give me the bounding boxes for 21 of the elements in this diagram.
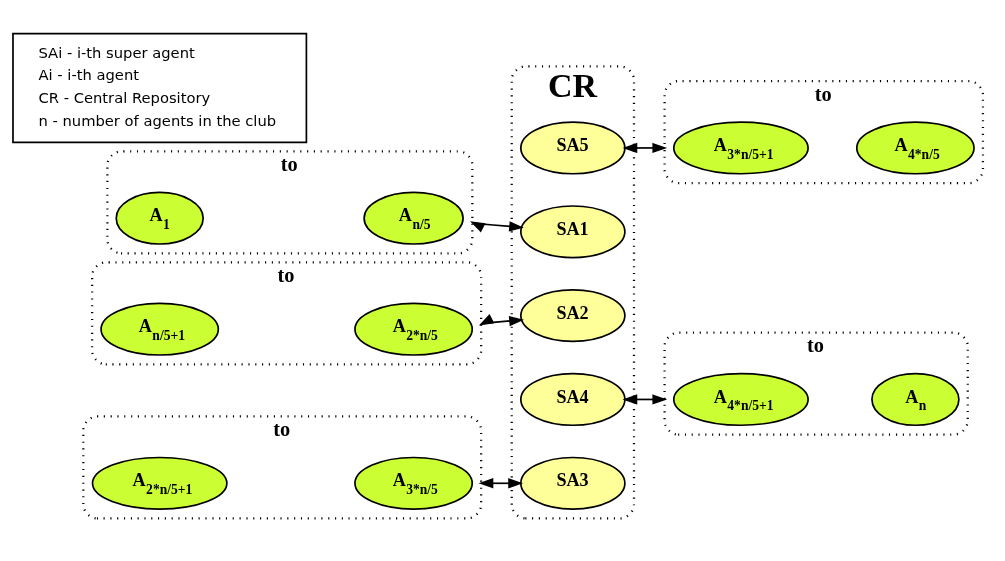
node-ellipse: A$_{2*n/5}$	[354, 302, 474, 356]
arrow	[622, 142, 668, 154]
node-ellipse: A$_{4*n/5}$	[855, 121, 975, 175]
node-box: SAi - i-th super agent Ai - i-th agent CR - Central Repository n - number of agents in the club	[12, 32, 308, 144]
node-ellipse: SA3	[520, 456, 626, 510]
node-ellipse: A$_{2*n/5+1}$	[91, 456, 228, 510]
arrow	[622, 394, 668, 405]
node-ellipse: A$_{4*n/5+1}$	[672, 372, 809, 427]
node-ellipse: SA5	[520, 121, 626, 175]
arrow	[478, 314, 524, 327]
node-ellipse: A$_{3*n/5}$	[354, 456, 474, 510]
node-ellipse: SA2	[520, 288, 626, 343]
node-ellipse: A$_{n/5+1}$	[100, 302, 220, 356]
node-ellipse: SA4	[520, 372, 626, 427]
node-ellipse: A$_{3*n/5+1}$	[672, 121, 809, 175]
node-ellipse: A$_{n/5}$	[363, 191, 464, 245]
arrow	[470, 221, 524, 233]
arrow	[478, 478, 523, 489]
node-ellipse: A$_{n}$	[871, 372, 960, 427]
node-ellipse: A$_{1}$	[115, 191, 204, 245]
node-ellipse: SA1	[520, 205, 626, 259]
